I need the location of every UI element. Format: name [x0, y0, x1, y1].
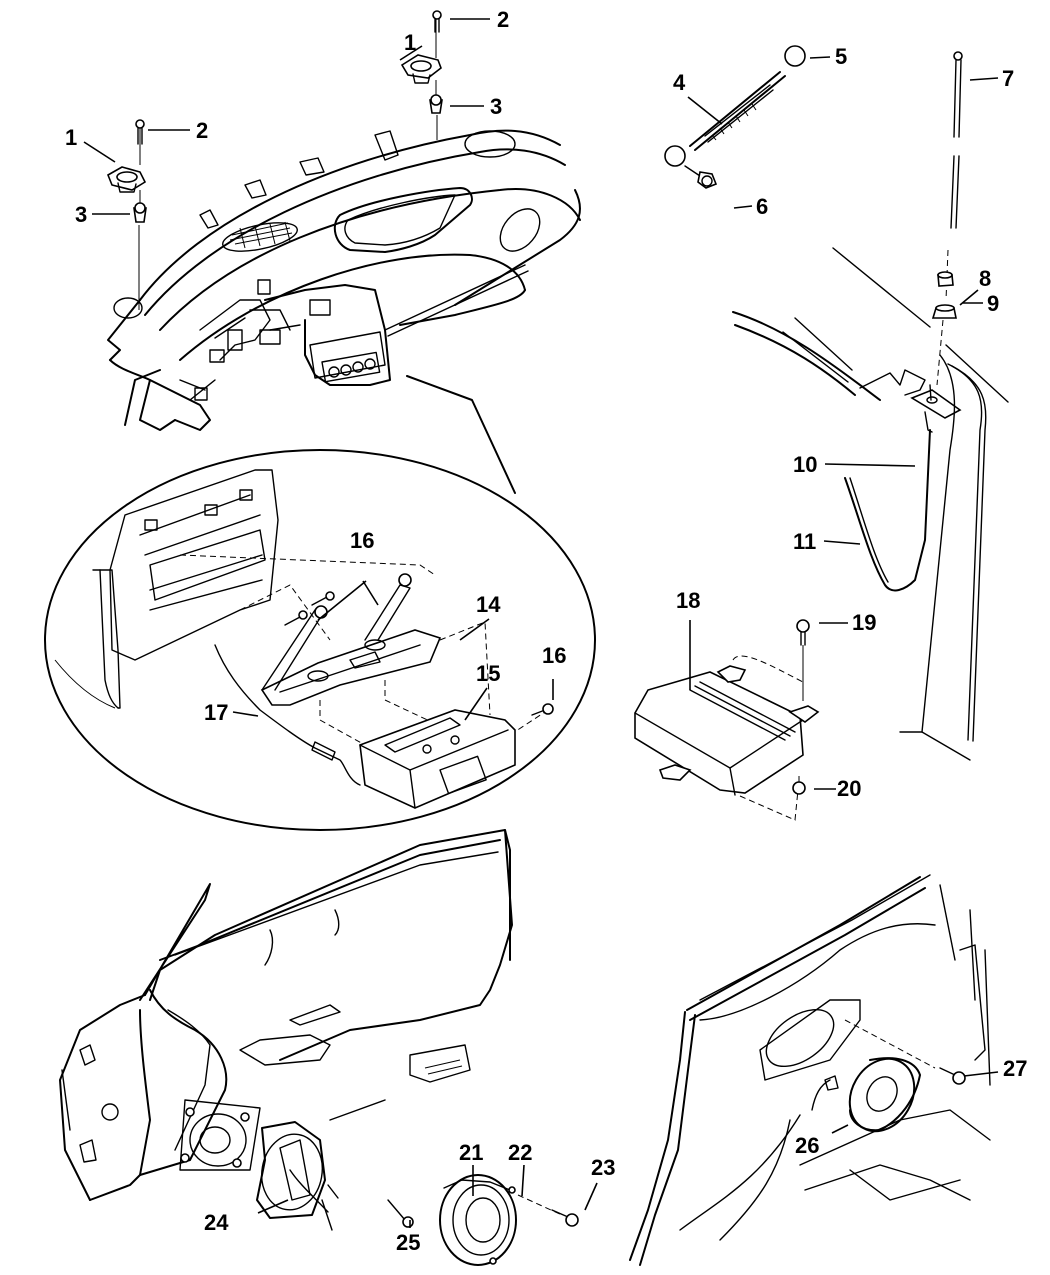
callout-24: 24: [204, 1210, 229, 1235]
antenna-group: [732, 51, 1009, 761]
door-speaker-screw-23: [517, 1194, 579, 1227]
callout-6: 6: [756, 194, 768, 219]
callout-2: 2: [497, 7, 509, 32]
callout-14: 14: [476, 592, 501, 617]
ip-speaker-left-group: [106, 119, 147, 310]
rear-speaker-26: [811, 1057, 921, 1133]
callout-10: 10: [793, 452, 817, 477]
rear-speaker-screw-27: [844, 1019, 966, 1085]
detail-link-line: [406, 375, 516, 494]
callout-5: 5: [835, 44, 847, 69]
callout-leaders: [83, 18, 999, 1228]
callout-26: 26: [795, 1133, 819, 1158]
callout-8: 8: [979, 266, 991, 291]
callout-1: 1: [65, 125, 77, 150]
callout-21: 21: [459, 1140, 483, 1165]
callout-3: 3: [490, 94, 502, 119]
callout-9: 9: [987, 291, 999, 316]
ground-strap-group: [664, 45, 806, 189]
callout-3: 3: [75, 202, 87, 227]
speaker-adapter-24: [256, 1121, 339, 1231]
callout-23: 23: [591, 1155, 615, 1180]
radio-detail-view: [44, 449, 596, 831]
rear-quarter-panel: [629, 874, 991, 1266]
door-speaker-21-22: [439, 1174, 517, 1266]
instrument-panel: [107, 129, 581, 431]
callout-7: 7: [1002, 66, 1014, 91]
callout-15: 15: [476, 661, 500, 686]
callout-11: 11: [793, 529, 816, 554]
callout-labels: 1 2 3 1 2 3 4 5 6 7 8 9 10 11 14 15 16 1…: [65, 7, 1027, 1255]
callout-16: 16: [542, 643, 566, 668]
amplifier-group: [634, 619, 820, 821]
callout-22: 22: [508, 1140, 532, 1165]
callout-27: 27: [1003, 1056, 1027, 1081]
callout-18: 18: [676, 588, 700, 613]
callout-16: 16: [350, 528, 374, 553]
callout-4: 4: [673, 70, 686, 95]
callout-19: 19: [852, 610, 876, 635]
callout-25: 25: [396, 1230, 420, 1255]
front-door: [59, 829, 513, 1201]
ip-speaker-right-group: [400, 10, 443, 140]
adapter-screw-25: [387, 1199, 414, 1228]
callout-17: 17: [204, 700, 228, 725]
callout-20: 20: [837, 776, 861, 801]
callout-1: 1: [404, 30, 416, 55]
callout-2: 2: [196, 118, 208, 143]
